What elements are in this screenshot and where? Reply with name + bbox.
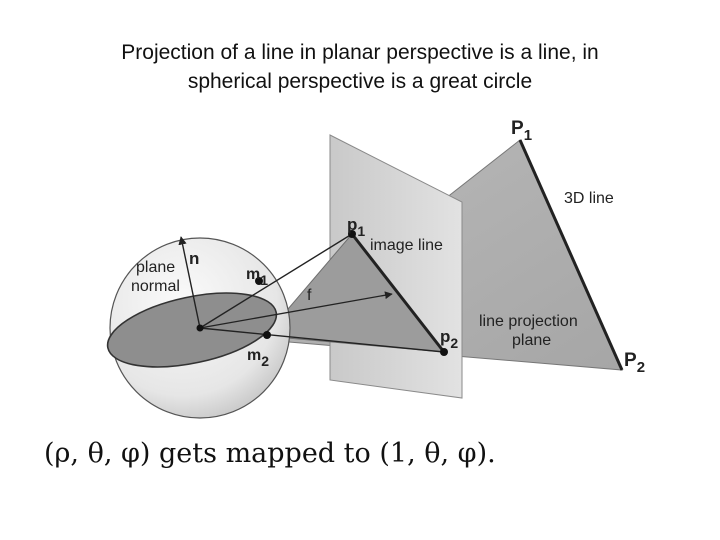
- label-m1: m1: [246, 266, 268, 288]
- image-line: [350, 233, 446, 353]
- label-n: n: [189, 249, 199, 268]
- point-p1: [348, 230, 356, 238]
- label-plane: plane: [136, 259, 175, 276]
- focal-length-arrow: [199, 291, 393, 329]
- point-m1: [255, 277, 263, 285]
- label-p1: p1: [347, 215, 365, 239]
- label-f: f: [307, 287, 312, 304]
- sphere-center-point: [196, 324, 204, 332]
- label-m2: m2: [247, 347, 269, 369]
- mapping-formula: (ρ, θ, φ) gets mapped to (1, θ, φ).: [44, 438, 496, 469]
- point-p2: [440, 348, 448, 356]
- label-normal: normal: [131, 278, 180, 295]
- normal-arrow: [178, 236, 201, 329]
- line-3d: [518, 139, 624, 371]
- label-line-projection: line projection: [479, 313, 578, 330]
- label-P1: P1: [511, 118, 532, 144]
- label-3d-line: 3D line: [564, 190, 614, 207]
- slide-title: Projection of a line in planar perspecti…: [0, 38, 720, 96]
- label-P2: P2: [624, 350, 645, 376]
- great-circle: [106, 292, 278, 368]
- ray-to-p1: [199, 233, 353, 329]
- label-image-line: image line: [370, 237, 443, 254]
- ray-to-p2: [199, 327, 445, 353]
- title-line-1: Projection of a line in planar perspecti…: [121, 41, 599, 64]
- label-plane-2: plane: [512, 332, 551, 349]
- point-m2: [263, 331, 271, 339]
- label-p2: p2: [440, 327, 458, 351]
- title-line-2: spherical perspective is a great circle: [187, 70, 533, 93]
